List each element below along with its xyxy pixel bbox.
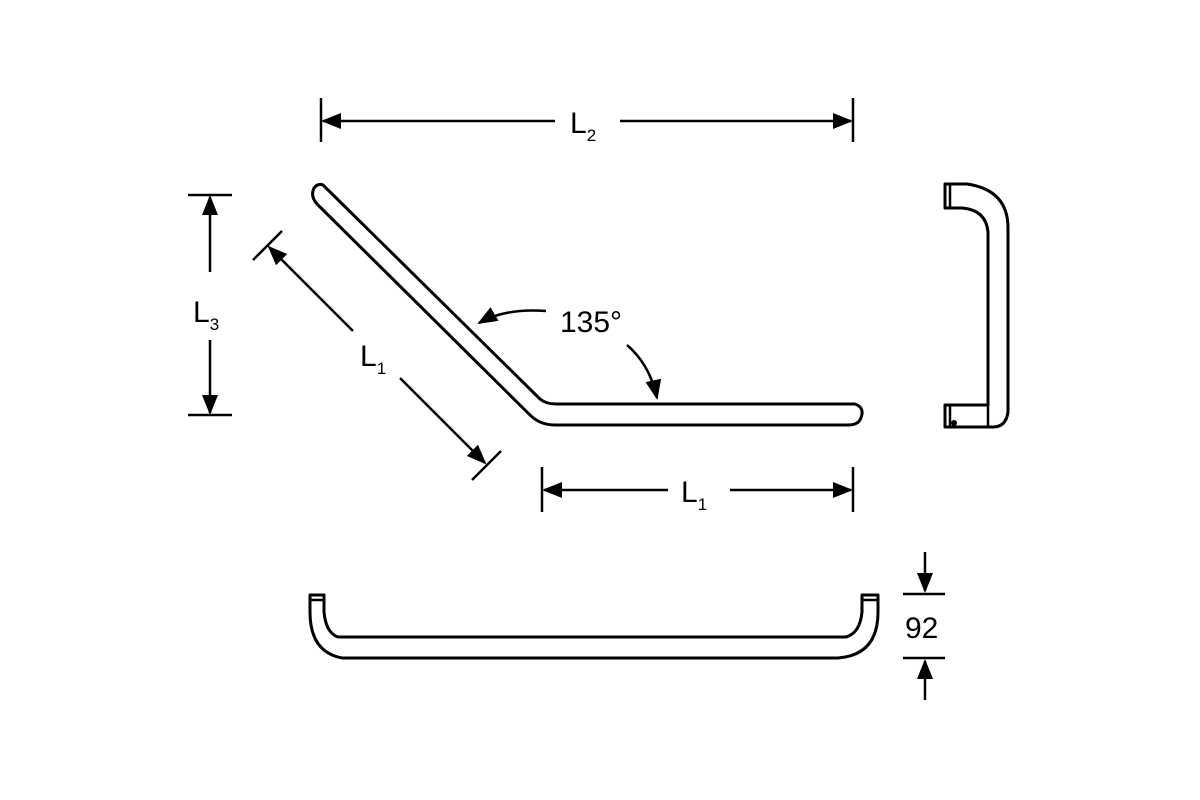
dimension-l2 [319,98,855,142]
grab-bar-top-view [308,593,880,660]
angled-grab-bar-front-view [311,182,864,427]
l3-label: L3 [193,296,219,334]
angle-arrow-right [626,344,662,400]
l1-horizontal-label: L1 [681,476,707,514]
dimension-l1-diagonal [252,230,502,481]
l1-diagonal-label: L1 [360,340,386,378]
angle-arrow-left [477,307,547,325]
depth-label: 92 [905,612,938,645]
dimension-depth [903,552,945,700]
grab-bar-side-view [943,182,1010,429]
l2-label: L2 [570,107,596,145]
dimension-l3 [188,193,232,417]
dimension-l1-horizontal [540,467,855,512]
angle-label: 135° [560,306,622,339]
